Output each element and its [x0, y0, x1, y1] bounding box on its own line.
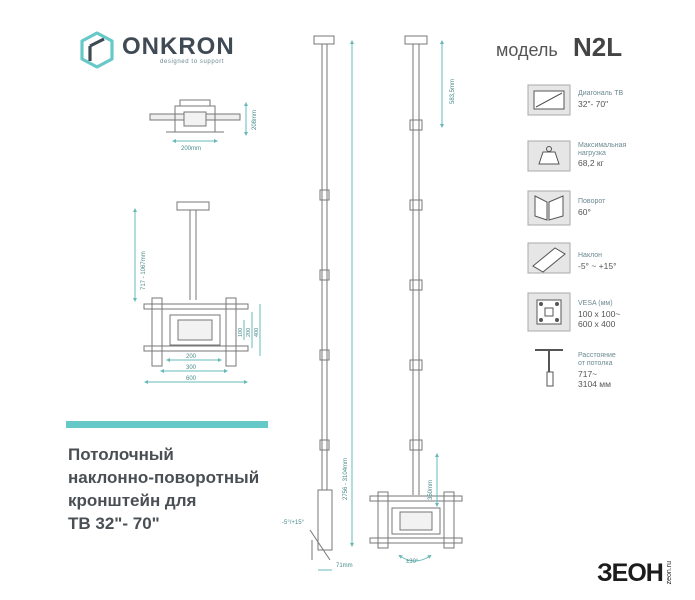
tilt-icon: [527, 242, 571, 274]
spec-distance-value-2: 3104 мм: [578, 379, 611, 389]
title-line-4: ТВ 32"- 70": [68, 514, 160, 533]
spec-distance-value-1: 717~: [578, 369, 598, 379]
spec-tv-value: 32"- 70": [578, 99, 609, 109]
front-view-short-drawing: [133, 201, 261, 384]
store-domain: zeon.ru: [666, 561, 673, 585]
title-line-2: наклонно-поворотный: [68, 468, 260, 487]
side-view-tall-drawing: [309, 35, 354, 571]
model-code: N2L: [573, 32, 623, 62]
onkron-cube-icon: [80, 31, 114, 69]
title-line-3: кронштейн для: [68, 491, 197, 510]
dim-depth: 71mm: [336, 563, 353, 569]
brand-tagline: designed to support: [160, 59, 225, 65]
spec-tv-label: Диагональ ТВ: [578, 90, 624, 97]
spec-swivel-label: Поворот: [578, 198, 606, 205]
dim-tilt: -5°/+15°: [282, 520, 305, 526]
dim-range-long: 2756 - 3104mm: [343, 458, 349, 500]
dim-range-short: 717 - 1067mm: [141, 251, 147, 290]
weight-icon: [527, 140, 571, 172]
dim-vesa-h3: 400: [254, 328, 260, 337]
dim-pole-top: 583,5mm: [450, 79, 456, 104]
vesa-icon: [527, 292, 571, 332]
spec-load-label-2: нагрузка: [578, 150, 606, 157]
spec-tilt-value: -5° ~ +15°: [578, 261, 617, 271]
brand-logo: [78, 30, 248, 76]
front-view-tall-drawing: [369, 35, 463, 562]
dim-vesa-w2: 300: [186, 365, 197, 371]
dim-swivel: ±30°: [406, 559, 419, 565]
tv-diagonal-icon: [527, 84, 571, 116]
spec-distance-label-2: от потолка: [578, 360, 613, 367]
spec-swivel-value: 60°: [578, 207, 591, 217]
title-line-1: Потолочный: [68, 445, 174, 464]
dim-plate-height: 350mm: [428, 480, 434, 500]
spec-tilt-label: Наклон: [578, 252, 603, 259]
accent-bar: [66, 421, 268, 428]
store-logo: ЗЕОН: [597, 559, 664, 587]
dim-vesa-h2: 200: [246, 328, 252, 337]
spec-distance-label-1: Расстояние: [578, 352, 616, 359]
ceiling-distance-icon: [535, 349, 563, 387]
swivel-icon: [527, 190, 571, 226]
spec-vesa-value-1: 100 х 100~: [578, 309, 621, 319]
dim-top-width: 200mm: [181, 146, 201, 152]
dim-vesa-h1: 100: [238, 328, 244, 337]
spec-vesa-label: VESA (мм): [578, 300, 613, 307]
spec-vesa-value-2: 600 х 400: [578, 319, 616, 329]
product-title: Потолочный наклонно-поворотный кронштейн…: [68, 443, 358, 535]
brand-name: ONKRON: [122, 33, 235, 60]
spec-load-value: 68,2 кг: [578, 158, 604, 168]
top-view-drawing: [149, 99, 248, 143]
spec-load-label-1: Максимальная: [578, 142, 627, 149]
dim-top-height: 208mm: [252, 110, 258, 130]
dim-vesa-w3: 600: [186, 376, 197, 382]
dim-vesa-w1: 200: [186, 354, 197, 360]
model-label: модель: [496, 40, 558, 60]
